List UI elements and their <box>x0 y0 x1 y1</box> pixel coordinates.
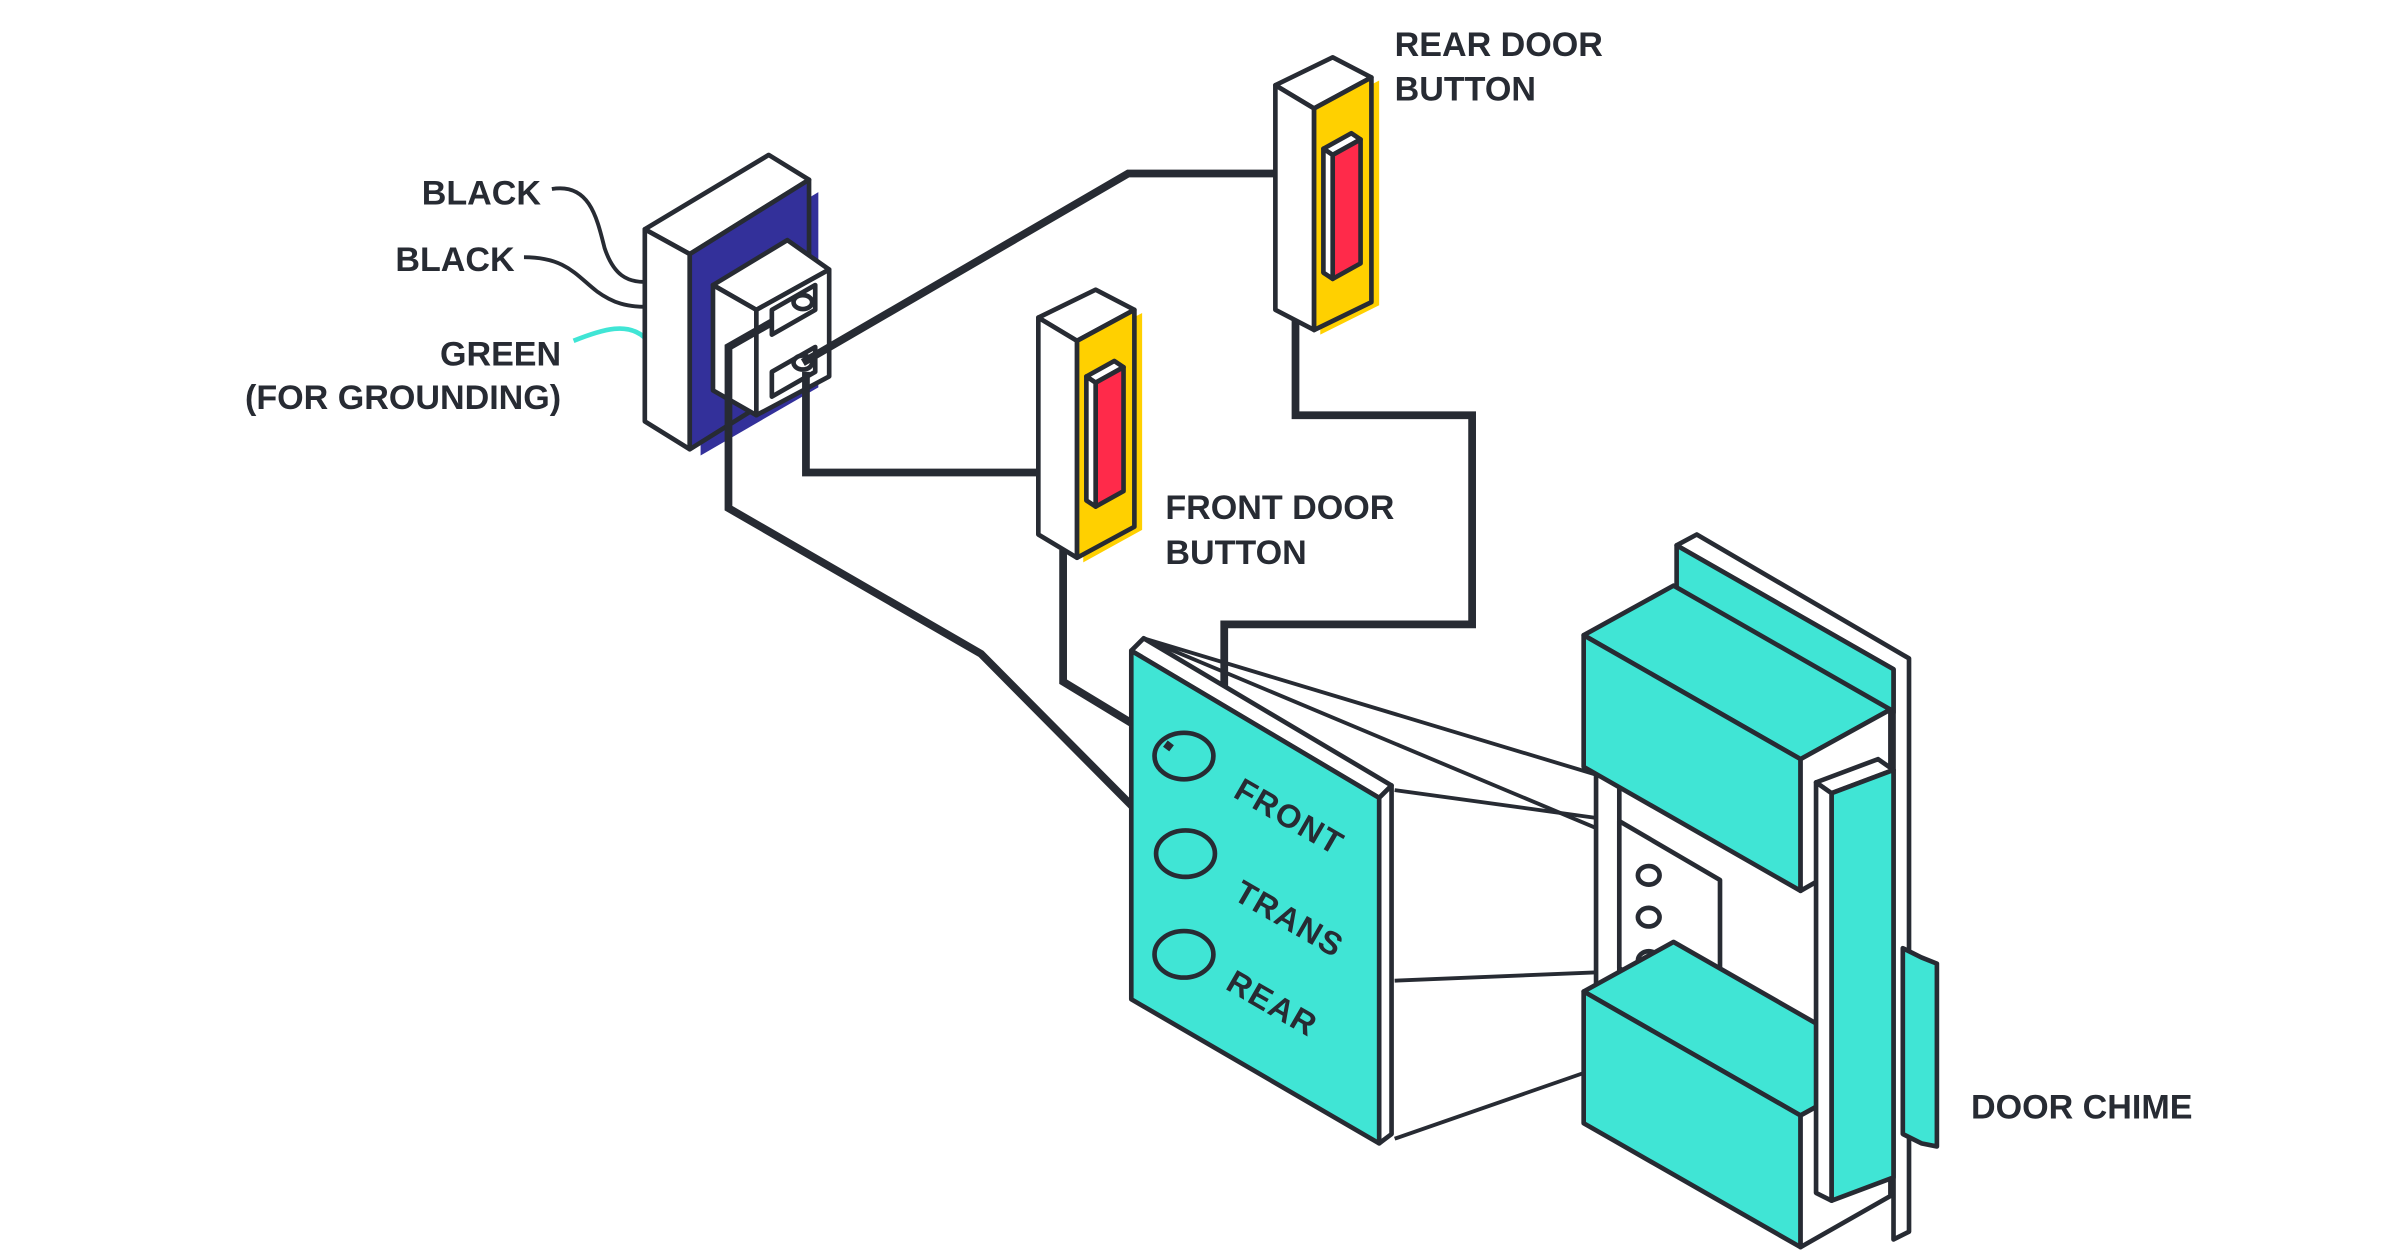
transformer-leads <box>523 186 647 343</box>
label-front-door-1: FRONT DOOR <box>1165 489 1394 527</box>
chime-terminal-plate: FRONT TRANS REAR <box>1128 635 1394 1146</box>
door-chime <box>1581 532 1940 1250</box>
rear-door-button <box>1273 54 1380 335</box>
labels: BLACK BLACK GREEN (FOR GROUNDING) REAR D… <box>245 26 2192 1127</box>
label-black-2: BLACK <box>395 241 515 279</box>
rear-button-slot <box>1330 137 1363 282</box>
label-green: GREEN <box>440 336 561 374</box>
wire-transformer-to-trans <box>724 318 1169 843</box>
label-rear-door-1: REAR DOOR <box>1395 26 1603 64</box>
front-terminal <box>1152 730 1216 782</box>
label-door-chime: DOOR CHIME <box>1971 1089 2193 1127</box>
wire-transformer-to-front-button <box>802 371 1039 477</box>
black-lead-1 <box>551 186 645 284</box>
black-lead-2 <box>523 255 645 309</box>
label-rear-door-2: BUTTON <box>1395 71 1536 109</box>
label-for-grounding: (FOR GROUNDING) <box>245 379 561 417</box>
transformer <box>642 152 832 456</box>
label-front-door-2: BUTTON <box>1165 534 1306 572</box>
green-ground-lead <box>572 326 647 343</box>
chime-side-tab <box>1900 945 1940 1149</box>
wire-rear-button-to-chime <box>1220 317 1476 949</box>
trans-terminal <box>1153 828 1218 880</box>
front-door-button <box>1036 287 1143 563</box>
front-button-slot <box>1093 364 1126 509</box>
rear-terminal <box>1152 928 1216 980</box>
wire-transformer-to-rear-button <box>800 169 1277 366</box>
label-black-1: BLACK <box>422 175 542 213</box>
